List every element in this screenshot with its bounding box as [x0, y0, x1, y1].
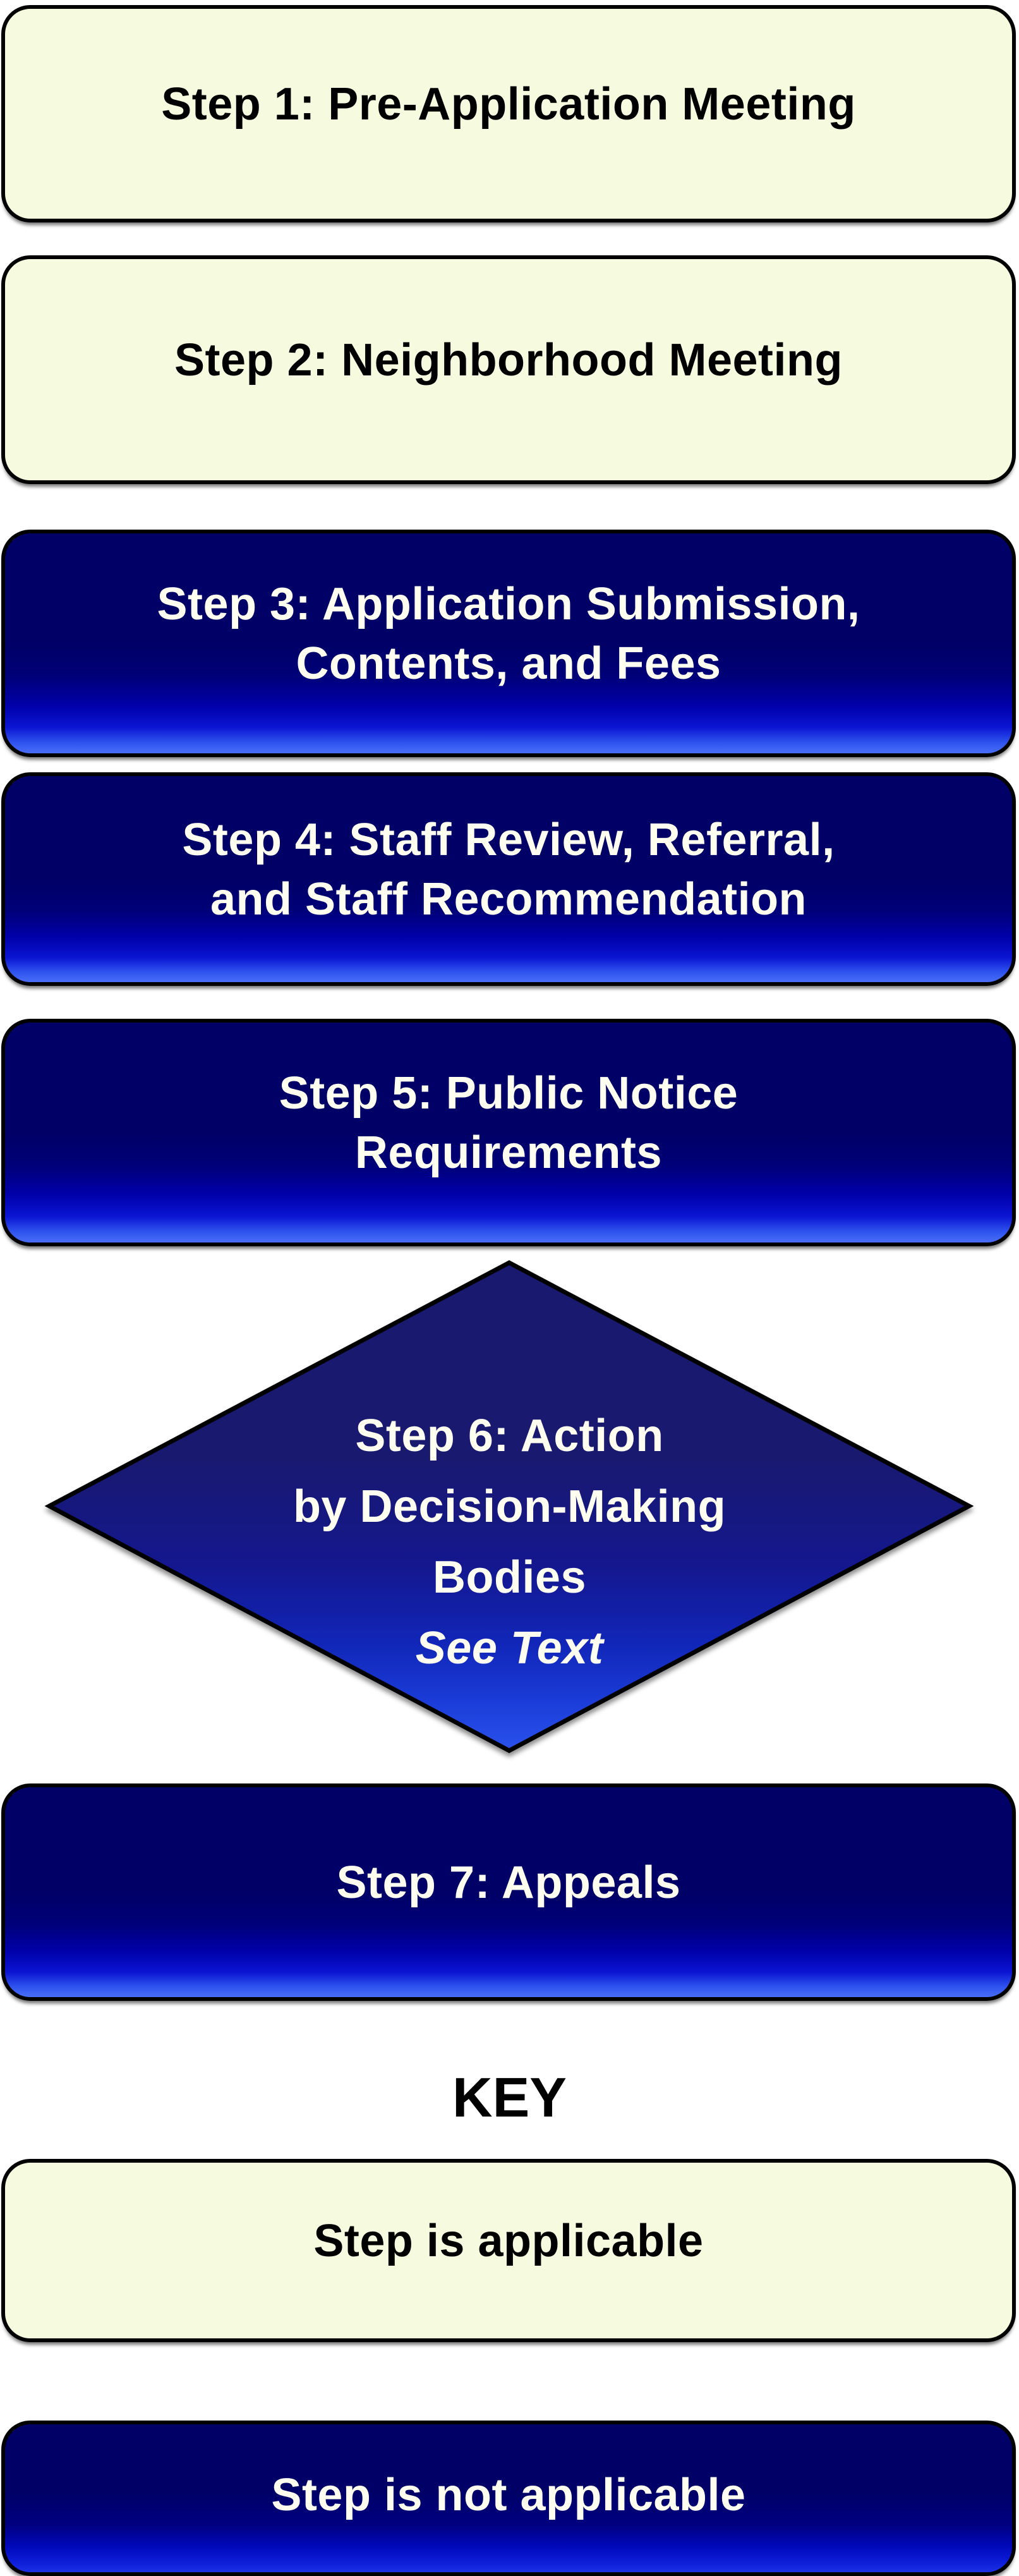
- step-7-box: Step 7: Appeals: [1, 1783, 1016, 2001]
- step-6-label-line: by Decision-Making: [292, 1481, 727, 1532]
- step-3-label-line: Step 3: Application Submission,: [157, 579, 860, 630]
- step-4-box: Step 4: Staff Review, Referral, and Staf…: [1, 772, 1016, 986]
- step-2-box: Step 2: Neighborhood Meeting: [1, 255, 1016, 484]
- step-3-box: Step 3: Application Submission, Contents…: [1, 530, 1016, 757]
- key-not-applicable-label-line: Step is not applicable: [271, 2470, 746, 2521]
- key-applicable-box: Step is applicable: [1, 2159, 1016, 2342]
- step-3-label: Step 3: Application Submission, Contents…: [157, 575, 860, 693]
- step-4-label-line: Step 4: Staff Review, Referral,: [182, 815, 835, 866]
- step-2-label-line: Step 2: Neighborhood Meeting: [174, 335, 843, 386]
- key-not-applicable-box: Step is not applicable: [1, 2421, 1016, 2576]
- step-6-diamond-shape: [44, 1260, 974, 1753]
- step-1-label: Step 1: Pre-Application Meeting: [161, 75, 856, 135]
- step-5-label: Step 5: Public Notice Requirements: [279, 1064, 739, 1182]
- step-5-label-line: Requirements: [354, 1127, 663, 1178]
- step-4-label: Step 4: Staff Review, Referral, and Staf…: [182, 811, 835, 929]
- step-6-diamond: [44, 1260, 974, 1753]
- step-5-box: Step 5: Public Notice Requirements: [1, 1019, 1016, 1246]
- step-6-label-line: Step 6: Action: [355, 1411, 664, 1461]
- step-7-label-line: Step 7: Appeals: [336, 1857, 681, 1909]
- step-1-label-line: Step 1: Pre-Application Meeting: [161, 79, 856, 130]
- key-title: KEY: [452, 2066, 567, 2129]
- step-7-label: Step 7: Appeals: [337, 1854, 681, 1913]
- step-6-see-text-note: See Text: [415, 1623, 604, 1674]
- key-applicable-label: Step is applicable: [313, 2212, 703, 2271]
- step-2-label: Step 2: Neighborhood Meeting: [174, 331, 843, 391]
- step-6-label: Step 6: Action by Decision-Making Bodies…: [0, 1400, 1019, 1684]
- step-6-label-line: Bodies: [432, 1552, 587, 1603]
- step-1-box: Step 1: Pre-Application Meeting: [1, 5, 1016, 222]
- step-5-label-line: Step 5: Public Notice: [279, 1068, 739, 1119]
- step-3-label-line: Contents, and Fees: [296, 638, 721, 689]
- step-4-label-line: and Staff Recommendation: [210, 874, 807, 925]
- key-applicable-label-line: Step is applicable: [313, 2216, 704, 2267]
- key-not-applicable-label: Step is not applicable: [271, 2466, 745, 2525]
